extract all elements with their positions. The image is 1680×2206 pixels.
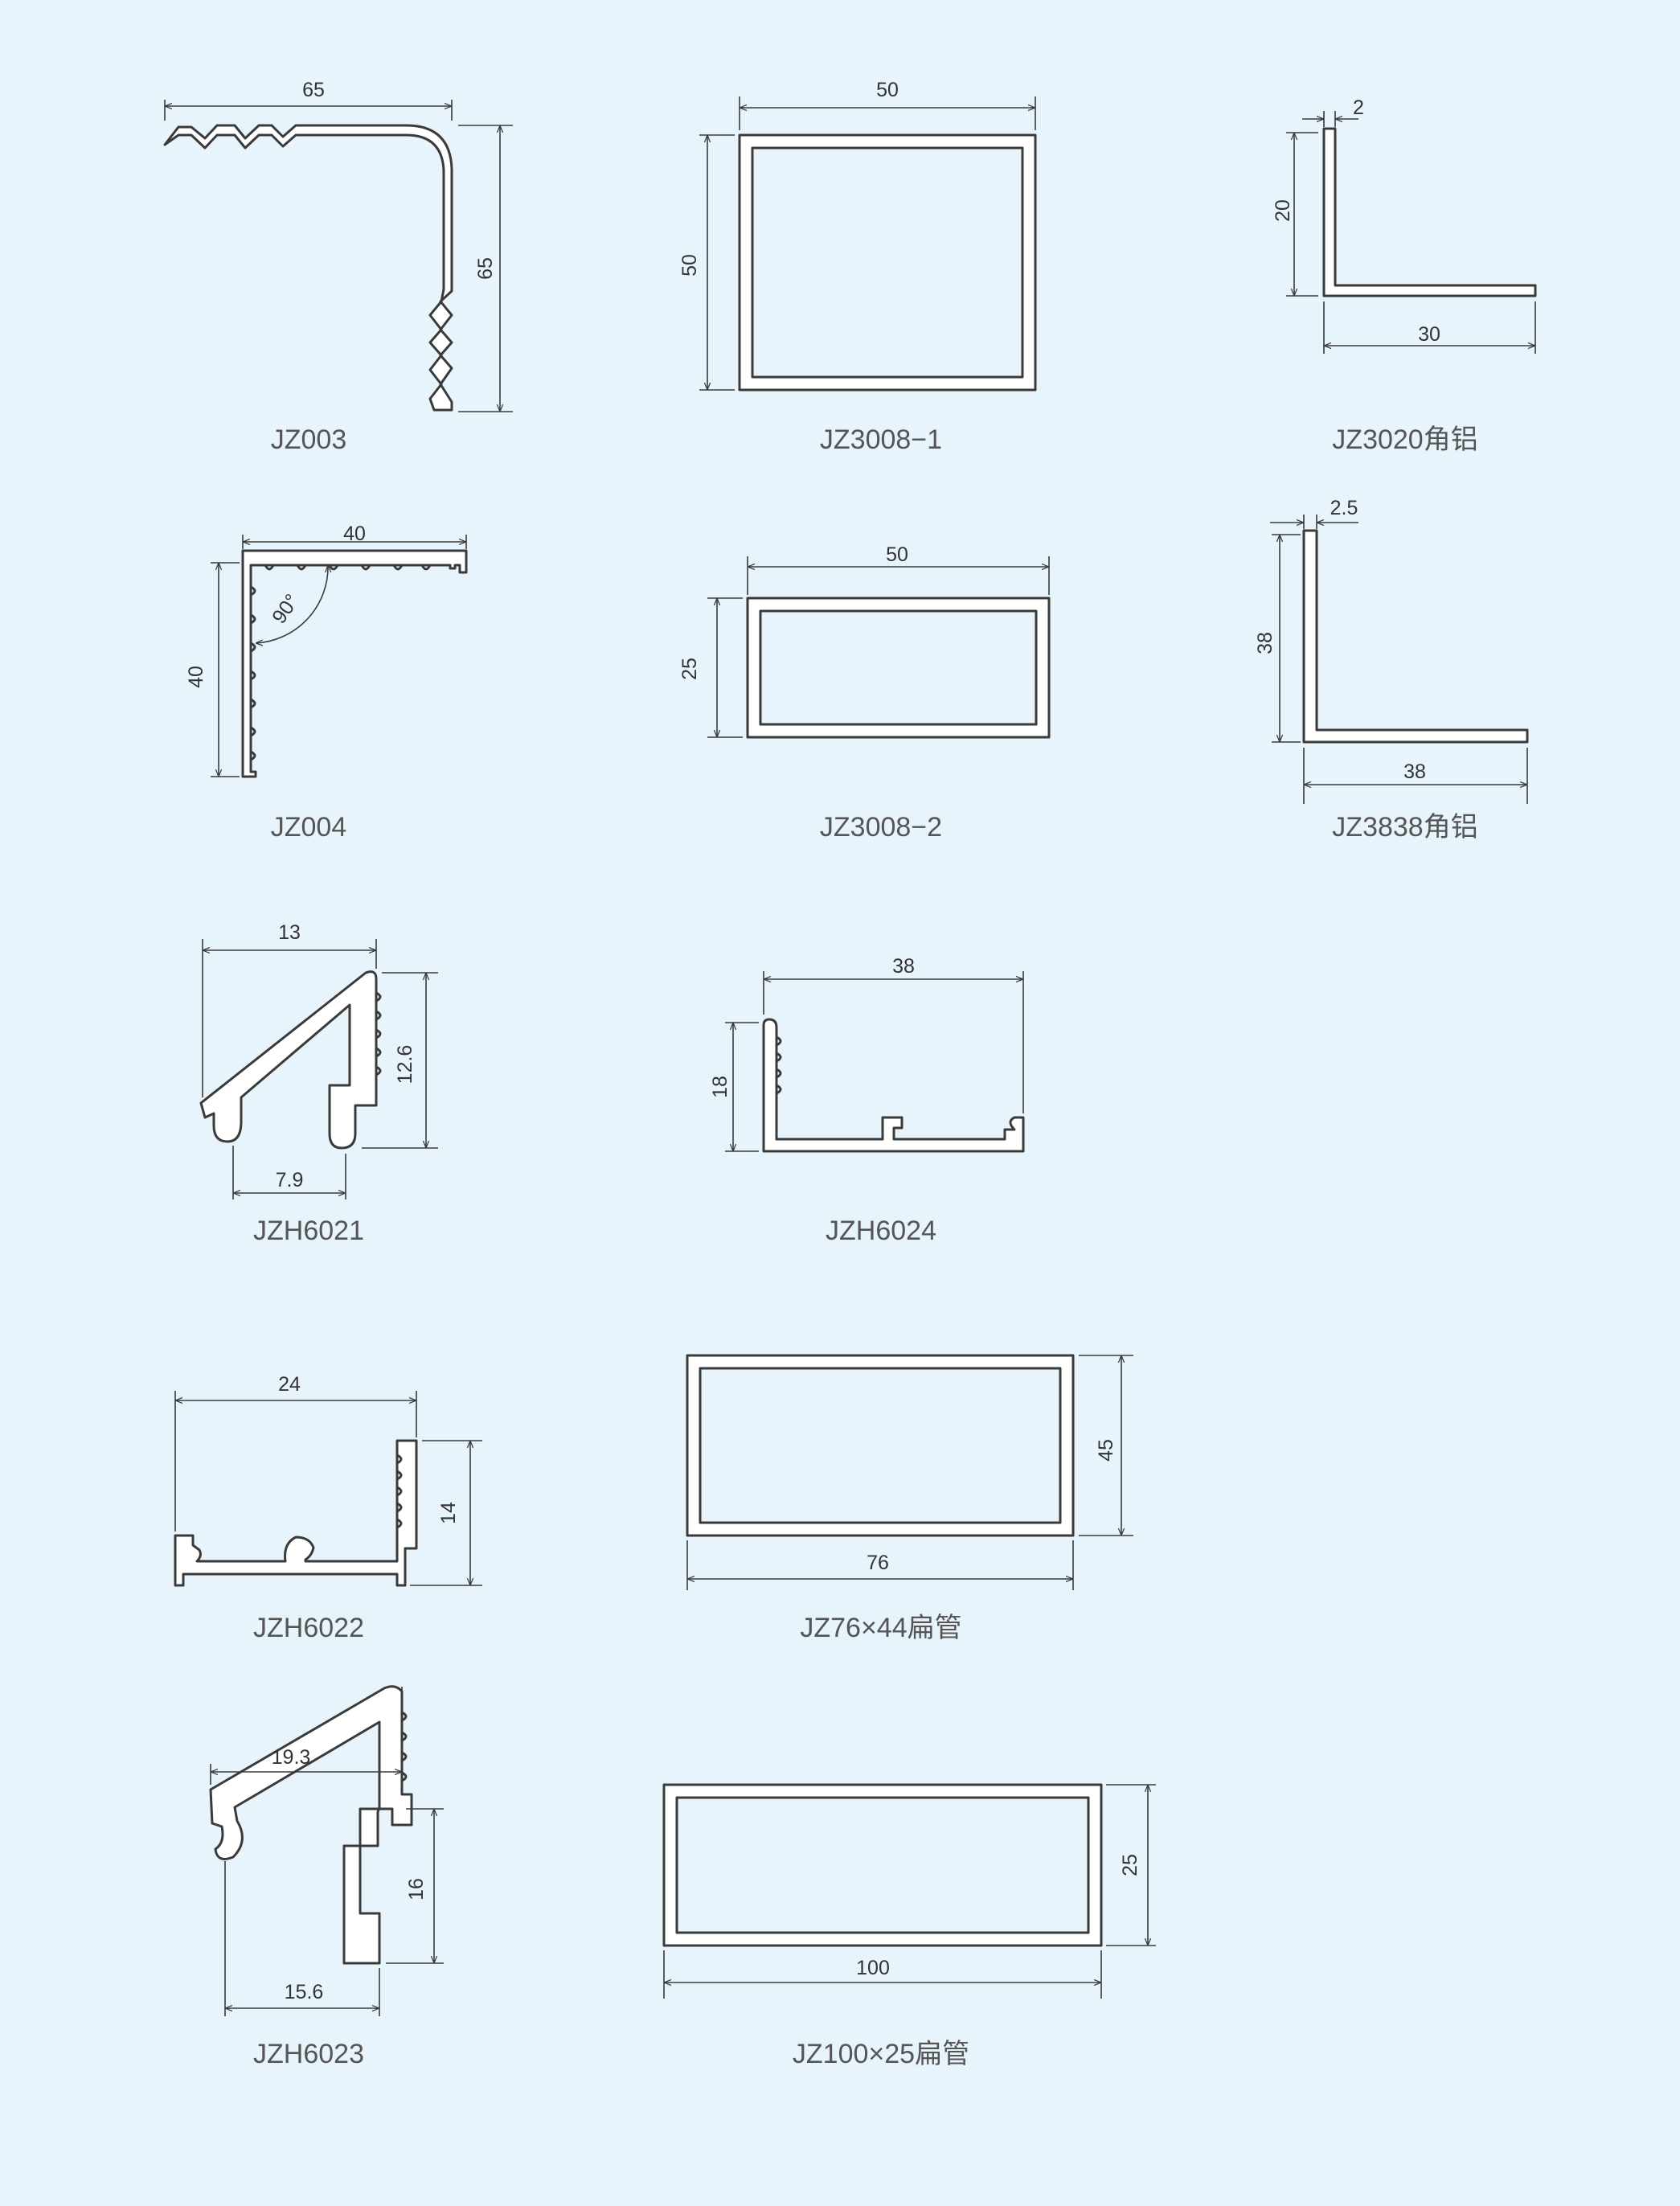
jz76x44-dim-height: 45 bbox=[1095, 1439, 1117, 1462]
jz76x44-dim-width: 76 bbox=[867, 1552, 889, 1574]
jz003-section bbox=[163, 124, 453, 412]
profile-jz004: 90° 40 40 JZ004 bbox=[185, 523, 468, 843]
jzh6023-dim-bottom: 15.6 bbox=[285, 1981, 324, 2003]
jz100x25-dim-height: 25 bbox=[1119, 1854, 1141, 1876]
profile-jz3838: 2.5 38 38 JZ3838角铝 bbox=[1254, 497, 1529, 843]
jzh6022-serrations bbox=[396, 1454, 403, 1529]
jz3838-dim-thickness: 2.5 bbox=[1330, 497, 1358, 519]
jz3008-1-dim-height: 50 bbox=[678, 254, 701, 277]
jzh6024-dim-width: 38 bbox=[892, 955, 915, 978]
jzh6023-dim-width: 19.3 bbox=[272, 1746, 311, 1769]
jz100x25-dim-width: 100 bbox=[856, 1957, 890, 1979]
jz003-caption: JZ003 bbox=[271, 424, 347, 455]
jzh6022-dim-width: 24 bbox=[278, 1373, 301, 1396]
jz004-serrations bbox=[250, 564, 432, 761]
jz3838-dim-width: 38 bbox=[1403, 761, 1426, 783]
jzh6021-dim-width: 13 bbox=[278, 921, 301, 944]
jz3008-2-section bbox=[746, 597, 1051, 739]
jzh6023-caption: JZH6023 bbox=[253, 2039, 364, 2069]
profile-jz003: 65 65 JZ003 bbox=[163, 79, 513, 455]
jzh6022-section bbox=[174, 1439, 418, 1587]
jzh6023-dim-height: 16 bbox=[405, 1878, 428, 1901]
jzh6024-serrations bbox=[776, 1035, 782, 1095]
jz3008-1-caption: JZ3008−1 bbox=[820, 424, 942, 455]
jz3008-1-section bbox=[738, 133, 1037, 392]
profile-jz76x44: 45 76 JZ76×44扁管 bbox=[686, 1354, 1133, 1643]
jz004-caption: JZ004 bbox=[271, 812, 347, 843]
jz004-angle-label: 90° bbox=[268, 590, 304, 628]
jzh6021-caption: JZH6021 bbox=[253, 1216, 364, 1246]
profile-jz3008-1: 50 50 JZ3008−1 bbox=[678, 79, 1037, 455]
jz76x44-section bbox=[686, 1354, 1075, 1537]
jz004-section bbox=[241, 549, 468, 778]
jz004-dim-width: 40 bbox=[343, 523, 366, 545]
jzh6021-serrations bbox=[375, 991, 382, 1076]
jzh6023-section bbox=[209, 1685, 413, 1965]
profile-jz100x25: 25 100 JZ100×25扁管 bbox=[662, 1783, 1156, 2069]
jz3020-dim-width: 30 bbox=[1418, 323, 1440, 346]
jz003-dim-width: 65 bbox=[302, 79, 325, 101]
jzh6022-dim-height: 14 bbox=[437, 1502, 460, 1524]
jz3838-caption: JZ3838角铝 bbox=[1332, 812, 1477, 843]
jz100x25-section bbox=[662, 1783, 1103, 1947]
jz3020-section bbox=[1322, 127, 1537, 297]
jz3838-dim-height: 38 bbox=[1254, 632, 1276, 654]
jz3838-section bbox=[1302, 529, 1529, 744]
jzh6024-dim-height: 18 bbox=[709, 1076, 731, 1098]
jz3008-2-dim-width: 50 bbox=[886, 543, 908, 566]
jz3008-2-dim-height: 25 bbox=[678, 658, 701, 680]
jz004-dim-height: 40 bbox=[185, 666, 207, 688]
jz3020-dim-height: 20 bbox=[1272, 199, 1294, 222]
jz3008-1-dim-width: 50 bbox=[876, 79, 899, 101]
jzh6024-caption: JZH6024 bbox=[826, 1216, 936, 1246]
profile-jz3020: 2 20 30 JZ3020角铝 bbox=[1272, 96, 1537, 455]
jzh6023-serrations bbox=[401, 1711, 408, 1782]
jz100x25-caption: JZ100×25扁管 bbox=[793, 2039, 969, 2069]
jz004-angle-arc bbox=[256, 565, 328, 643]
jz003-dim-height: 65 bbox=[474, 257, 497, 280]
jzh6021-section bbox=[199, 970, 378, 1150]
jzh6022-caption: JZH6022 bbox=[253, 1613, 364, 1643]
profile-jzh6022: 24 14 JZH6022 bbox=[174, 1373, 482, 1643]
jzh6024-section bbox=[762, 1018, 1025, 1153]
jz3020-caption: JZ3020角铝 bbox=[1332, 424, 1477, 455]
profile-jzh6021: 13 12.6 7.9 JZH6021 bbox=[199, 921, 438, 1246]
jz3020-dim-thickness: 2 bbox=[1353, 96, 1364, 119]
jz3008-2-caption: JZ3008−2 bbox=[820, 812, 942, 843]
profile-jzh6024: 38 18 JZH6024 bbox=[709, 955, 1025, 1246]
jzh6021-dim-bottom: 7.9 bbox=[276, 1169, 304, 1191]
jz76x44-caption: JZ76×44扁管 bbox=[800, 1613, 961, 1643]
jzh6021-dim-height: 12.6 bbox=[394, 1045, 416, 1085]
profile-jz3008-2: 50 25 JZ3008−2 bbox=[678, 543, 1051, 843]
profile-jzh6023: 19.3 16 15.6 JZH6023 bbox=[209, 1685, 444, 2069]
